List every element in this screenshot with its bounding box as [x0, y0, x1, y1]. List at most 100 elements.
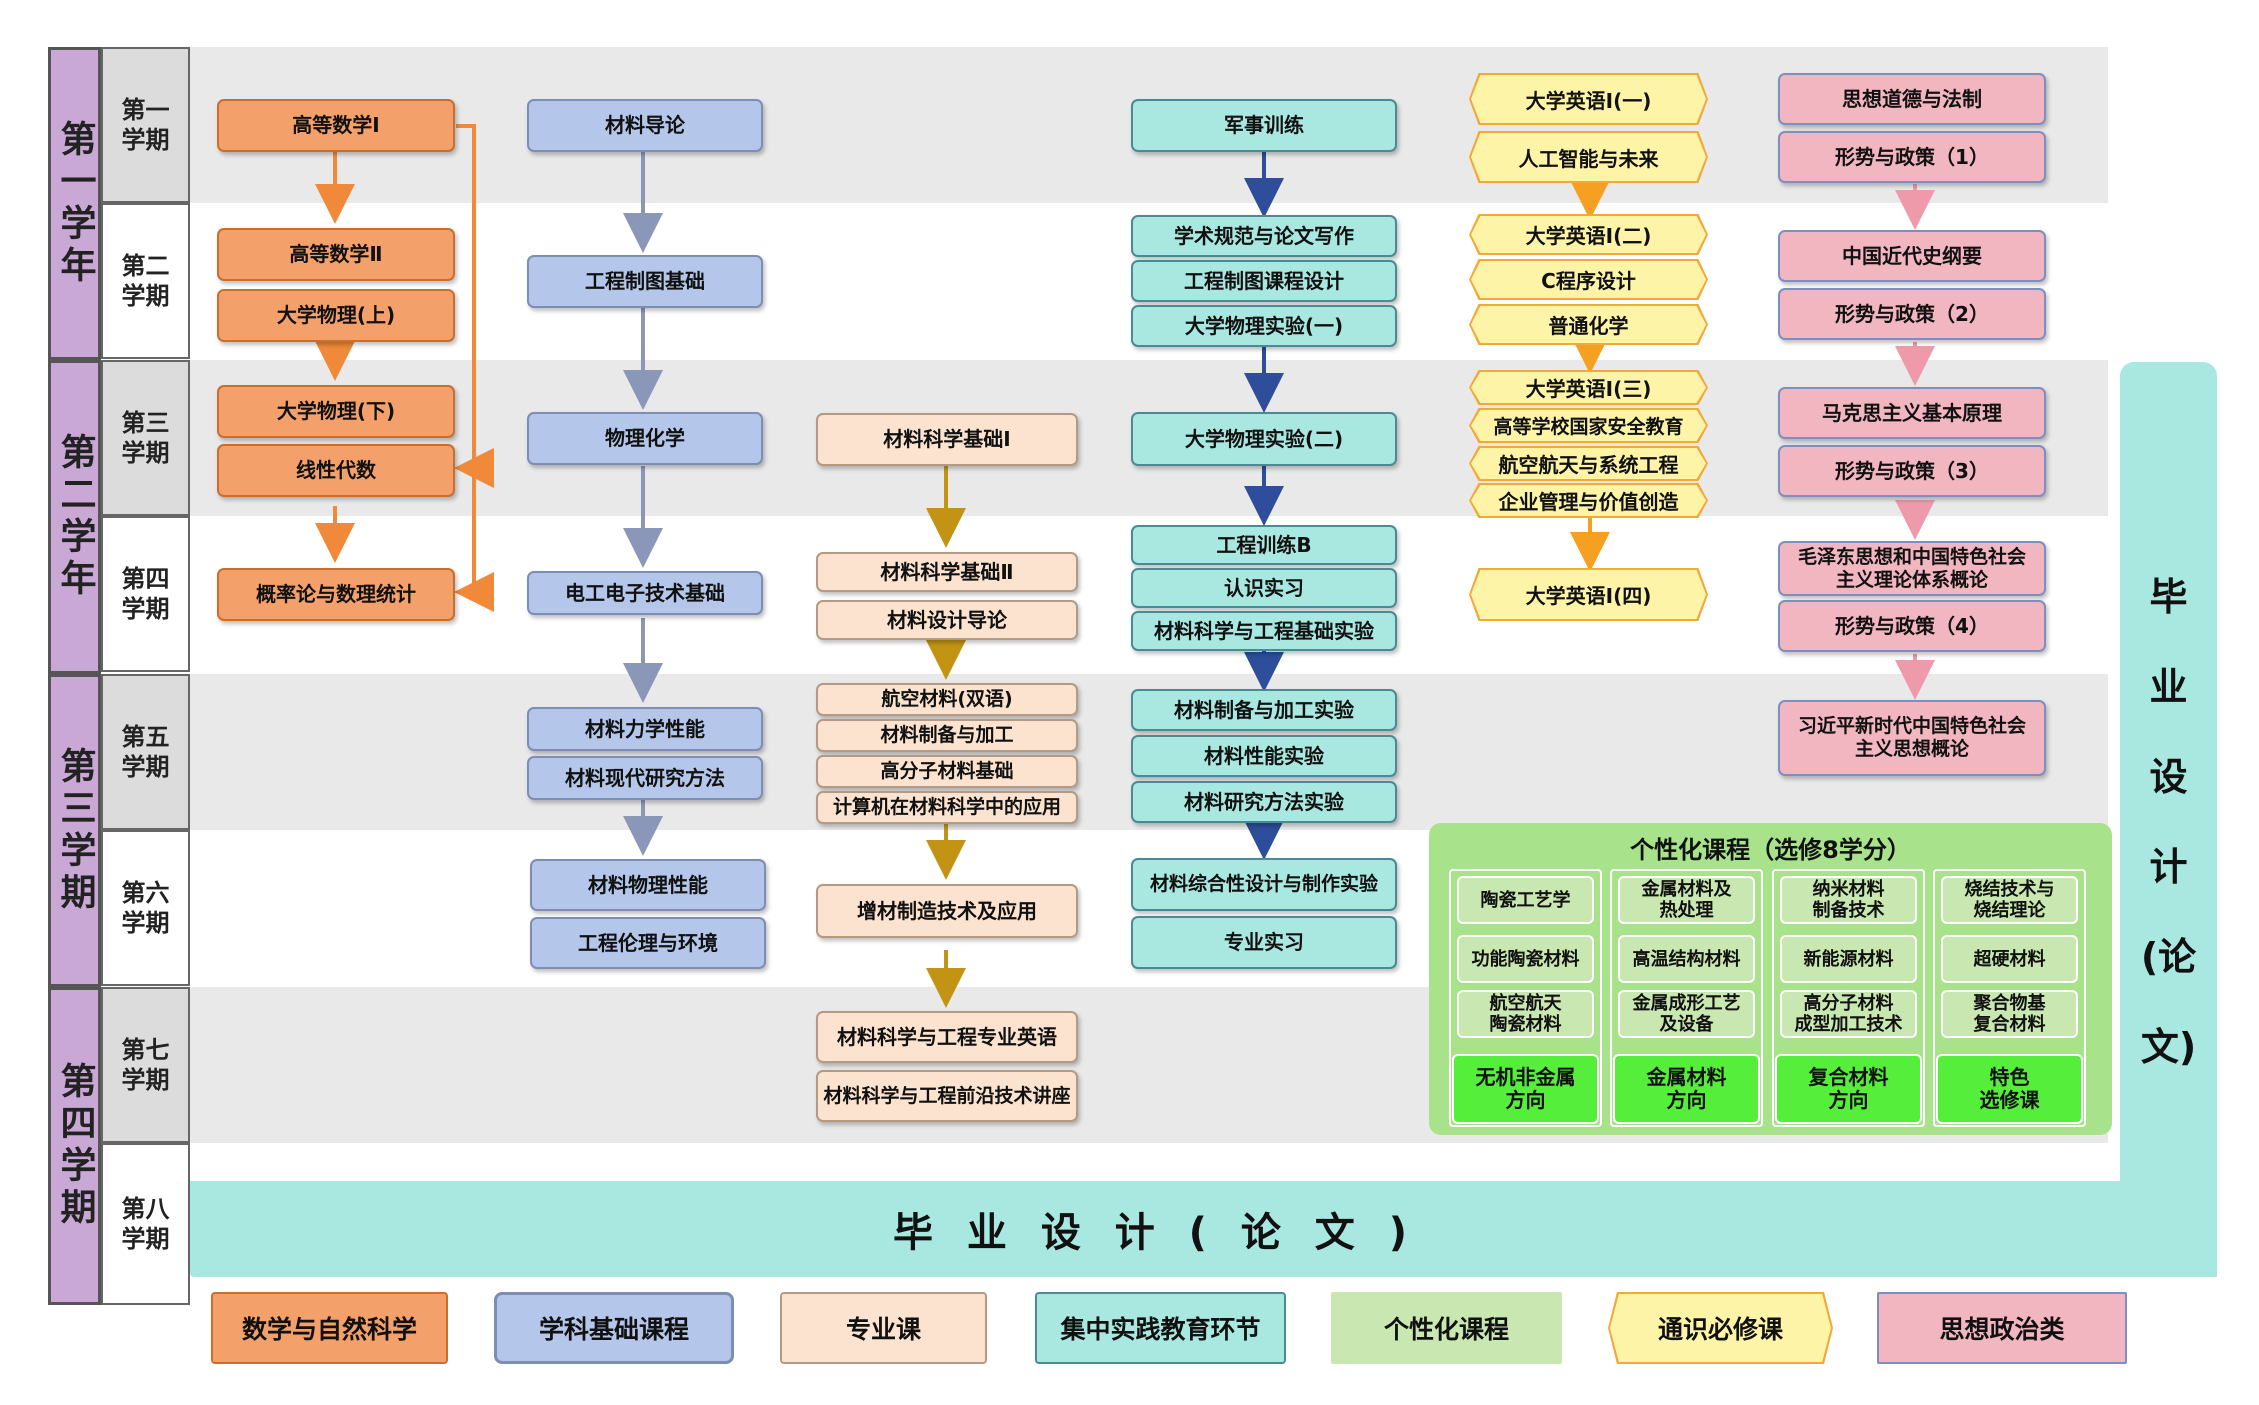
course-practice[interactable]: 认识实习 [1131, 568, 1397, 608]
course-general[interactable]: 大学英语Ⅰ(四) [1469, 568, 1708, 621]
course-math[interactable]: 概率论与数理统计 [217, 568, 455, 621]
course-general[interactable]: 人工智能与未来 [1469, 131, 1708, 183]
course-practice[interactable]: 大学物理实验(二) [1131, 412, 1397, 466]
course-major[interactable]: 材料科学基础Ⅰ [816, 413, 1078, 466]
course-practice[interactable]: 学术规范与论文写作 [1131, 215, 1397, 257]
course-practice[interactable]: 专业实习 [1131, 916, 1397, 969]
course-base[interactable]: 电工电子技术基础 [527, 571, 763, 615]
elective-column [1449, 869, 1602, 1127]
elective-direction[interactable]: 金属材料 方向 [1613, 1054, 1760, 1124]
course-politics[interactable]: 形势与政策（2） [1778, 288, 2046, 340]
course-politics[interactable]: 思想道德与法制 [1778, 73, 2046, 125]
thesis-horizontal-label: 毕 业 设 计 ( 论 文 ) [892, 1210, 1418, 1256]
thesis-char: 业 [2149, 665, 2188, 709]
semester-5: 第五 学期 [101, 674, 190, 830]
legend-math: 数学与自然科学 [211, 1292, 448, 1364]
elective-course[interactable]: 功能陶瓷材料 [1457, 935, 1594, 983]
course-practice[interactable]: 工程制图课程设计 [1131, 260, 1397, 302]
elective-course[interactable]: 陶瓷工艺学 [1457, 876, 1594, 924]
semester-8: 第八 学期 [101, 1143, 190, 1305]
course-general[interactable]: 高等学校国家安全教育 [1469, 408, 1708, 443]
course-major[interactable]: 材料科学与工程前沿技术讲座 [816, 1070, 1078, 1122]
elective-course[interactable]: 金属成形工艺 及设备 [1618, 990, 1755, 1038]
elective-course[interactable]: 超硬材料 [1941, 935, 2078, 983]
course-major[interactable]: 航空材料(双语) [816, 683, 1078, 716]
thesis-vertical-bar: 毕 业 设 计 (论 文) [2120, 362, 2217, 1277]
thesis-char: 文) [2140, 1025, 2197, 1069]
course-practice[interactable]: 工程训练B [1131, 525, 1397, 565]
course-major[interactable]: 材料设计导论 [816, 600, 1078, 640]
course-base[interactable]: 材料现代研究方法 [527, 756, 763, 800]
course-base[interactable]: 材料物理性能 [530, 859, 766, 911]
course-practice[interactable]: 大学物理实验(一) [1131, 305, 1397, 347]
course-general[interactable]: 企业管理与价值创造 [1469, 483, 1708, 518]
course-politics[interactable]: 形势与政策（4） [1778, 600, 2046, 652]
course-math[interactable]: 大学物理(上) [217, 289, 455, 342]
course-politics[interactable]: 中国近代史纲要 [1778, 230, 2046, 282]
course-major[interactable]: 增材制造技术及应用 [816, 884, 1078, 938]
course-general[interactable]: 普通化学 [1469, 304, 1708, 345]
course-base[interactable]: 物理化学 [527, 412, 763, 465]
elective-direction[interactable]: 无机非金属 方向 [1452, 1054, 1599, 1124]
course-practice[interactable]: 材料制备与加工实验 [1131, 689, 1397, 731]
electives-title: 个性化课程（选修8学分） [1630, 835, 1911, 864]
legend-general: 通识必修课 [1608, 1292, 1833, 1364]
course-general[interactable]: 大学英语Ⅰ(二) [1469, 214, 1708, 255]
course-major[interactable]: 材料科学与工程专业英语 [816, 1011, 1078, 1063]
course-base[interactable]: 材料力学性能 [527, 707, 763, 751]
course-math[interactable]: 线性代数 [217, 444, 455, 497]
elective-course[interactable]: 金属材料及 热处理 [1618, 876, 1755, 924]
legend-base: 学科基础课程 [494, 1292, 734, 1364]
course-politics[interactable]: 形势与政策（1） [1778, 131, 2046, 183]
course-math[interactable]: 高等数学Ⅱ [217, 228, 455, 281]
course-general[interactable]: 航空航天与系统工程 [1469, 446, 1708, 481]
legend-elective: 个性化课程 [1331, 1292, 1562, 1364]
elective-course[interactable]: 烧结技术与 烧结理论 [1941, 876, 2078, 924]
course-politics[interactable]: 习近平新时代中国特色社会 主义思想概论 [1778, 700, 2046, 776]
elective-course[interactable]: 航空航天 陶瓷材料 [1457, 990, 1594, 1038]
legend-major: 专业课 [780, 1292, 987, 1364]
course-major[interactable]: 材料科学基础Ⅱ [816, 552, 1078, 592]
semester-2: 第二 学期 [101, 203, 190, 359]
semester-4: 第四 学期 [101, 516, 190, 672]
thesis-char: 计 [2149, 845, 2188, 889]
course-base[interactable]: 材料导论 [527, 99, 763, 152]
legend-politics: 思想政治类 [1877, 1292, 2127, 1364]
thesis-char: (论 [2140, 935, 2197, 979]
course-politics[interactable]: 形势与政策（3） [1778, 445, 2046, 497]
course-practice[interactable]: 材料研究方法实验 [1131, 781, 1397, 823]
semester-1: 第一 学期 [101, 47, 190, 203]
course-base[interactable]: 工程制图基础 [527, 255, 763, 308]
elective-direction[interactable]: 复合材料 方向 [1775, 1054, 1922, 1124]
course-practice[interactable]: 军事训练 [1131, 99, 1397, 152]
elective-column [1610, 869, 1763, 1127]
elective-course[interactable]: 新能源材料 [1780, 935, 1917, 983]
elective-course[interactable]: 高温结构材料 [1618, 935, 1755, 983]
semester-6: 第六 学期 [101, 830, 190, 986]
course-math[interactable]: 高等数学Ⅰ [217, 99, 455, 152]
legend-practice: 集中实践教育环节 [1035, 1292, 1286, 1364]
elective-column [1772, 869, 1925, 1127]
elective-column [1933, 869, 2086, 1127]
course-politics[interactable]: 毛泽东思想和中国特色社会 主义理论体系概论 [1778, 541, 2046, 596]
course-politics[interactable]: 马克思主义基本原理 [1778, 387, 2046, 439]
course-general[interactable]: 大学英语Ⅰ(三) [1469, 370, 1708, 405]
course-general[interactable]: C程序设计 [1469, 259, 1708, 300]
course-base[interactable]: 工程伦理与环境 [530, 917, 766, 969]
course-major[interactable]: 高分子材料基础 [816, 755, 1078, 788]
elective-course[interactable]: 聚合物基 复合材料 [1941, 990, 2078, 1038]
year-1: 第一学年 [48, 47, 101, 360]
semester-3: 第三 学期 [101, 360, 190, 516]
course-practice[interactable]: 材料性能实验 [1131, 735, 1397, 777]
thesis-char: 毕 [2149, 575, 2188, 619]
elective-direction[interactable]: 特色 选修课 [1936, 1054, 2083, 1124]
course-practice[interactable]: 材料综合性设计与制作实验 [1131, 858, 1397, 911]
elective-course[interactable]: 纳米材料 制备技术 [1780, 876, 1917, 924]
course-major[interactable]: 计算机在材料科学中的应用 [816, 791, 1078, 824]
course-major[interactable]: 材料制备与加工 [816, 719, 1078, 752]
course-practice[interactable]: 材料科学与工程基础实验 [1131, 611, 1397, 651]
elective-course[interactable]: 高分子材料 成型加工技术 [1780, 990, 1917, 1038]
course-math[interactable]: 大学物理(下) [217, 385, 455, 438]
course-general[interactable]: 大学英语Ⅰ(一) [1469, 73, 1708, 125]
year-4: 第四学期 [48, 987, 101, 1305]
